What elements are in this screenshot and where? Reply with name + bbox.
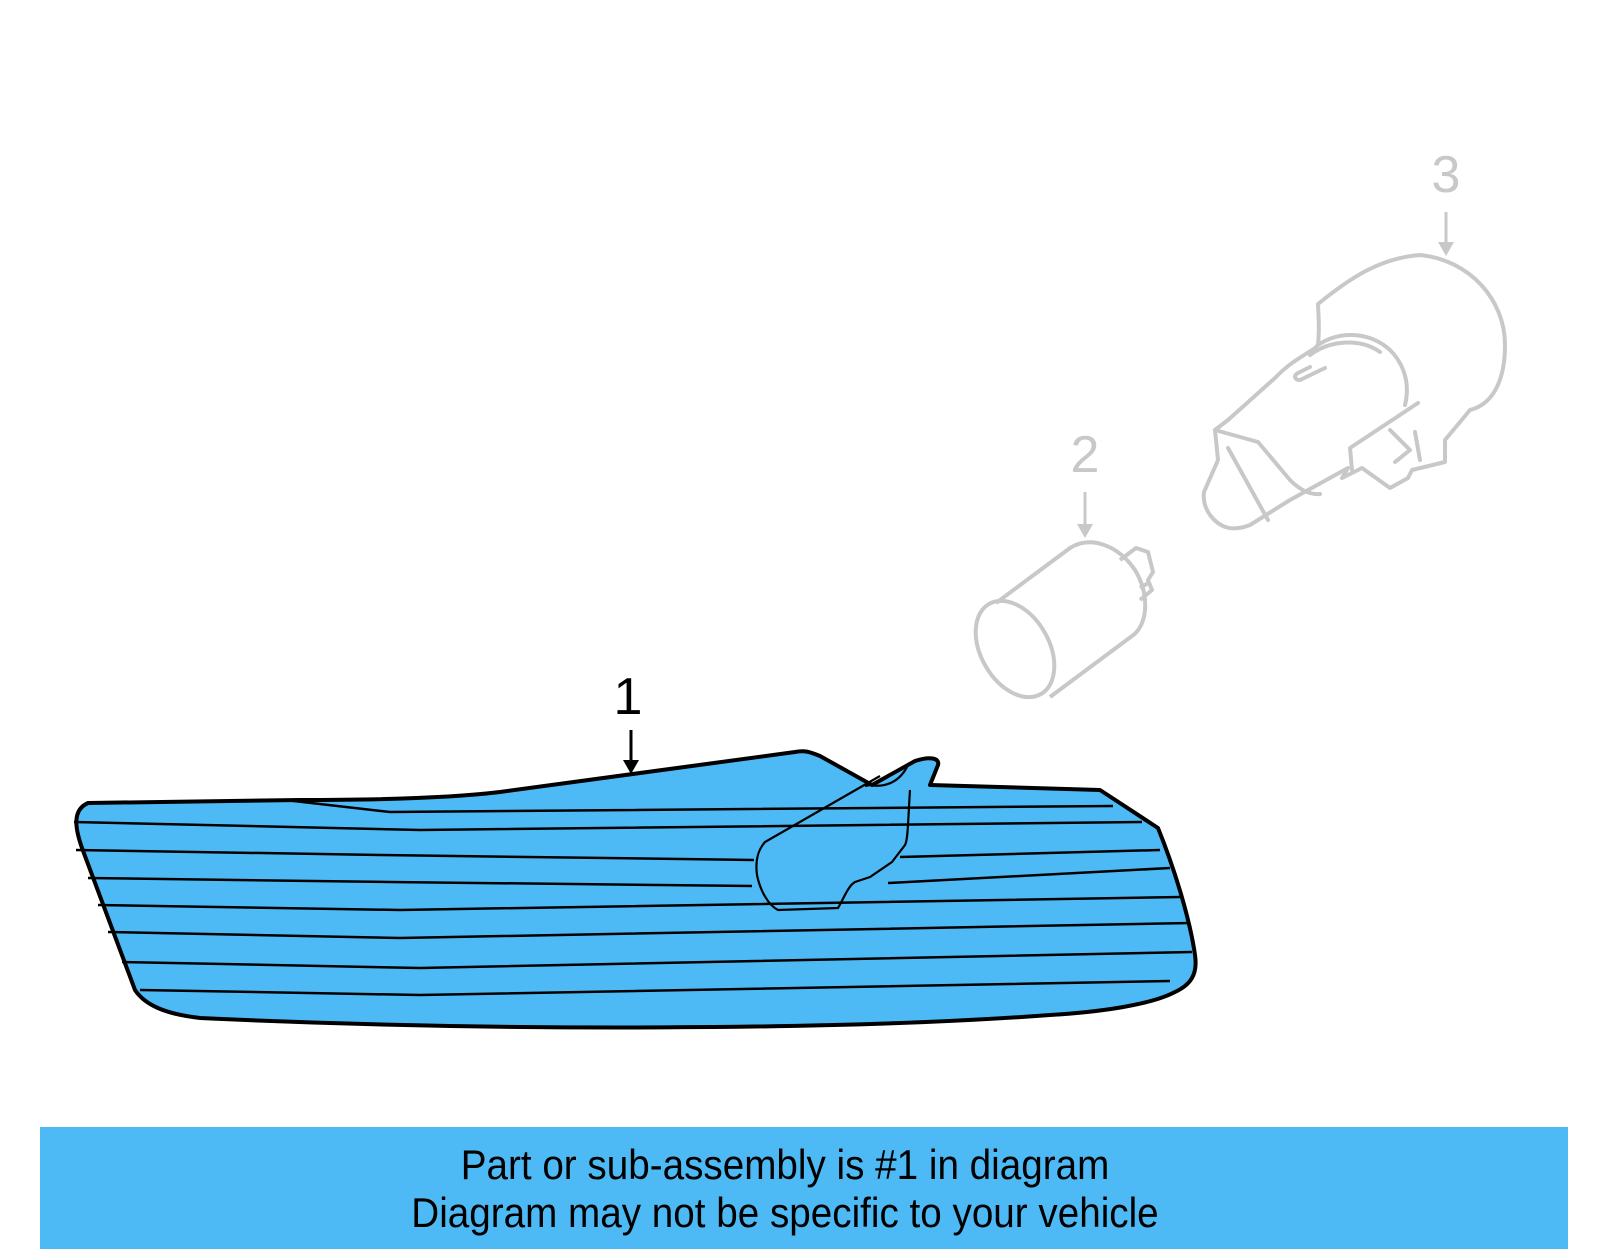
callout-1: 1 xyxy=(614,668,643,774)
info-banner: Part or sub-assembly is #1 in diagram Di… xyxy=(40,1127,1568,1249)
callout-2: 2 xyxy=(1071,426,1100,538)
part-3-socket[interactable] xyxy=(1201,253,1507,531)
part-1-lamp-assembly[interactable] xyxy=(73,749,1198,1030)
part-2-bulb[interactable] xyxy=(960,540,1155,711)
banner-part-note: Part or sub-assembly is #1 in diagram xyxy=(460,1141,1110,1188)
banner-disclaimer: Diagram may not be specific to your vehi… xyxy=(411,1189,1159,1236)
callout-1-number: 1 xyxy=(614,668,643,726)
callout-3: 3 xyxy=(1432,146,1461,256)
callout-3-number: 3 xyxy=(1432,146,1461,204)
callout-2-number: 2 xyxy=(1071,426,1100,484)
